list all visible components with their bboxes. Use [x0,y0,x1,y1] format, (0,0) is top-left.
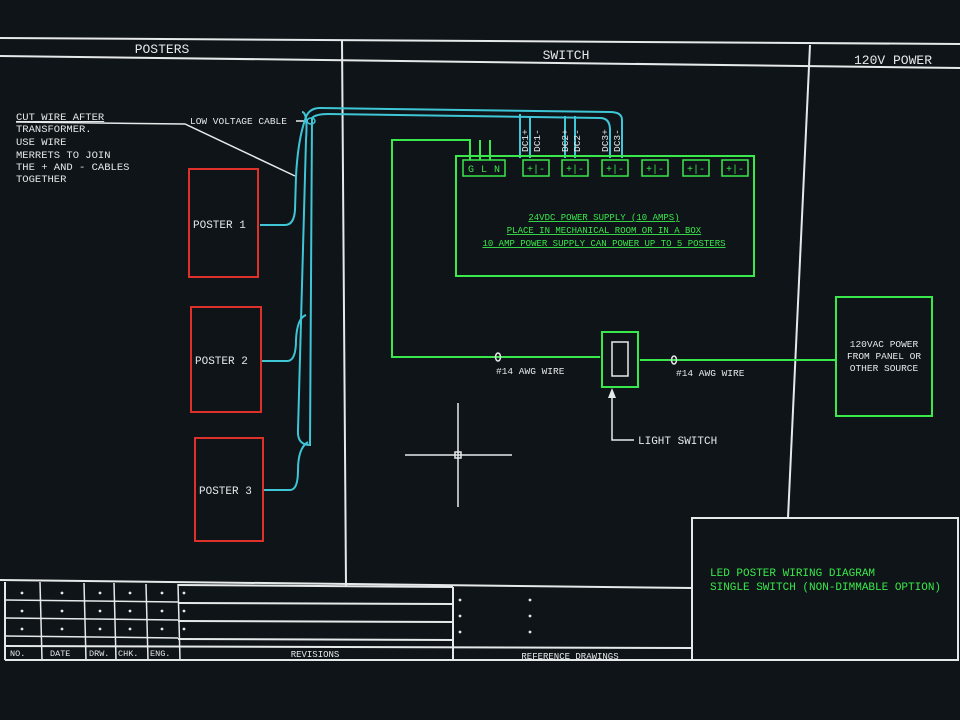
dc-label: DC2- [572,129,583,152]
power-source-line: FROM PANEL OR [847,351,921,362]
wire-nut-icons [494,352,678,365]
cut-wire-note-line: CUT WIRE AFTER [16,112,105,124]
light-switch-toggle [611,341,629,377]
power-supply-notes: 24VDC POWER SUPPLY (10 AMPS) PLACE IN ME… [482,213,725,249]
poster-1: POSTER 1 [188,168,259,278]
power-source-line: 120VAC POWER [850,339,919,350]
revision-header: DATE [50,649,70,659]
title-block-line-1: LED POSTER WIRING DIAGRAM [710,568,875,580]
power-supply-note: 24VDC POWER SUPPLY (10 AMPS) [528,213,679,223]
dc-label: DC1+ [520,129,531,152]
dc-terminal: +|- [527,164,545,176]
section-title-posters: POSTERS [135,42,190,57]
power-source-box [835,296,933,417]
poster-2: POSTER 2 [190,306,262,413]
dc-label: DC1- [532,129,543,152]
dc-terminal: +|- [606,164,624,176]
section-title-power: 120V POWER [854,53,932,68]
revision-header: ENG. [150,649,170,659]
revision-header: NO. [10,649,25,659]
cut-wire-note-line: THE + AND - CABLES [16,162,129,174]
awg-wire-label-right: #14 AWG WIRE [676,368,745,379]
cut-wire-leader [15,121,296,177]
poster-label: POSTER 3 [199,486,252,498]
dc-label: DC3- [612,129,623,152]
drawing-frame [0,37,960,661]
wire-nut-icon [494,352,502,362]
ac-terminal-block: G L N [462,159,506,177]
terminal-ground: G [468,165,474,176]
revision-dots [20,591,532,634]
power-supply [455,155,755,277]
revisions-label: REVISIONS [291,650,340,660]
dc-label: DC3+ [600,129,611,152]
dc-terminal: +|- [646,164,664,176]
low-voltage-cables [260,106,623,491]
section-title-switch: SWITCH [543,48,590,63]
low-voltage-cable-label: LOW VOLTAGE CABLE [190,116,287,127]
dc-terminal: +|- [726,164,744,176]
revision-header: CHK. [118,649,138,659]
poster-box [190,306,262,413]
revision-header: DRW. [89,649,109,659]
awg-wire-label-left: #14 AWG WIRE [496,366,565,377]
cut-wire-note: CUT WIRE AFTER TRANSFORMER. USE WIRE MER… [16,112,129,186]
terminal-neutral: N [494,165,500,176]
revision-headers: NO. DATE DRW. CHK. ENG. [10,649,170,659]
light-switch-box [601,331,639,388]
crosshair-cursor-icon [405,403,512,507]
title-block-line-2: SINGLE SWITCH (NON-DIMMABLE OPTION) [710,582,941,594]
dc-labels: DC1+ DC1- DC2+ DC2- DC3+ DC3- [520,129,623,152]
poster-3: POSTER 3 [194,437,264,542]
ac-wiring [391,139,836,361]
poster-box [194,437,264,542]
ac-terminal-frame [462,159,506,177]
poster-label: POSTER 1 [193,220,246,232]
revision-grid [4,581,181,661]
power-supply-note: PLACE IN MECHANICAL ROOM OR IN A BOX [507,226,702,236]
poster-box [188,168,259,278]
power-supply-note: 10 AMP POWER SUPPLY CAN POWER UP TO 5 PO… [482,239,725,249]
cut-wire-note-line: USE WIRE [16,137,66,149]
cut-wire-note-line: TOGETHER [16,174,67,186]
wire-nut-icon [670,355,678,365]
reference-drawings-label: REFERENCE DRAWINGS [521,652,618,662]
power-supply-box [455,155,755,277]
dc-label: DC2+ [560,129,571,152]
terminal-line: L [481,165,487,176]
cut-wire-note-line: MERRETS TO JOIN [16,150,111,162]
light-switch-leader [611,394,634,441]
power-source: 120VAC POWER FROM PANEL OR OTHER SOURCE [835,296,933,417]
dc-terminal: +|- [566,164,584,176]
light-switch [601,331,639,388]
poster-label: POSTER 2 [195,356,248,368]
power-source-line: OTHER SOURCE [850,363,919,374]
dc-terminals: +|- +|- +|- +|- +|- +|- [522,159,749,177]
cut-wire-note-line: TRANSFORMER. [16,124,92,136]
light-switch-arrow-icon [608,388,616,398]
light-switch-label: LIGHT SWITCH [638,436,717,448]
dc-terminal: +|- [687,164,705,176]
cable-splice-icon [306,117,316,125]
